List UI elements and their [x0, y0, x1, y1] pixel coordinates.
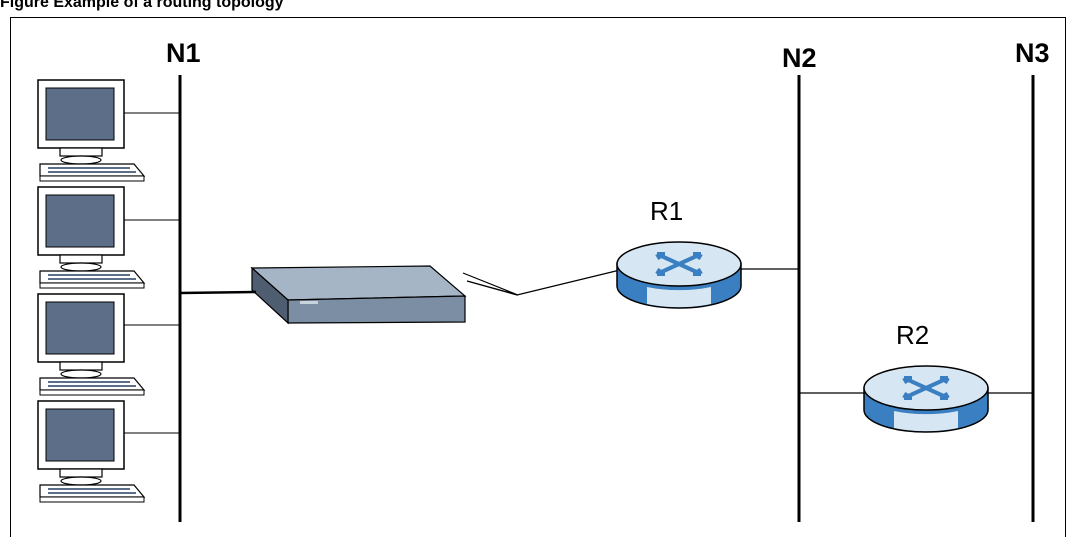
network-label-n1: N1 — [166, 38, 201, 68]
router-r1-icon — [615, 240, 743, 310]
network-label-n2: N2 — [782, 43, 817, 73]
computer-icon — [37, 79, 145, 182]
network-label-n3: N3 — [1015, 38, 1050, 68]
router-r2-icon — [862, 364, 990, 434]
figure-caption: Figure Example of a routing topology — [0, 0, 284, 11]
diagram-frame — [10, 17, 1066, 537]
computer-icon — [37, 400, 145, 503]
computer-icon — [37, 186, 145, 289]
switch-icon — [250, 265, 467, 325]
computer-icon — [37, 293, 145, 396]
switch-link-n1 — [179, 290, 257, 295]
switch-to-r1-link — [462, 269, 621, 296]
router-label-r1: R1 — [650, 196, 683, 226]
router-label-r2: R2 — [896, 320, 929, 350]
